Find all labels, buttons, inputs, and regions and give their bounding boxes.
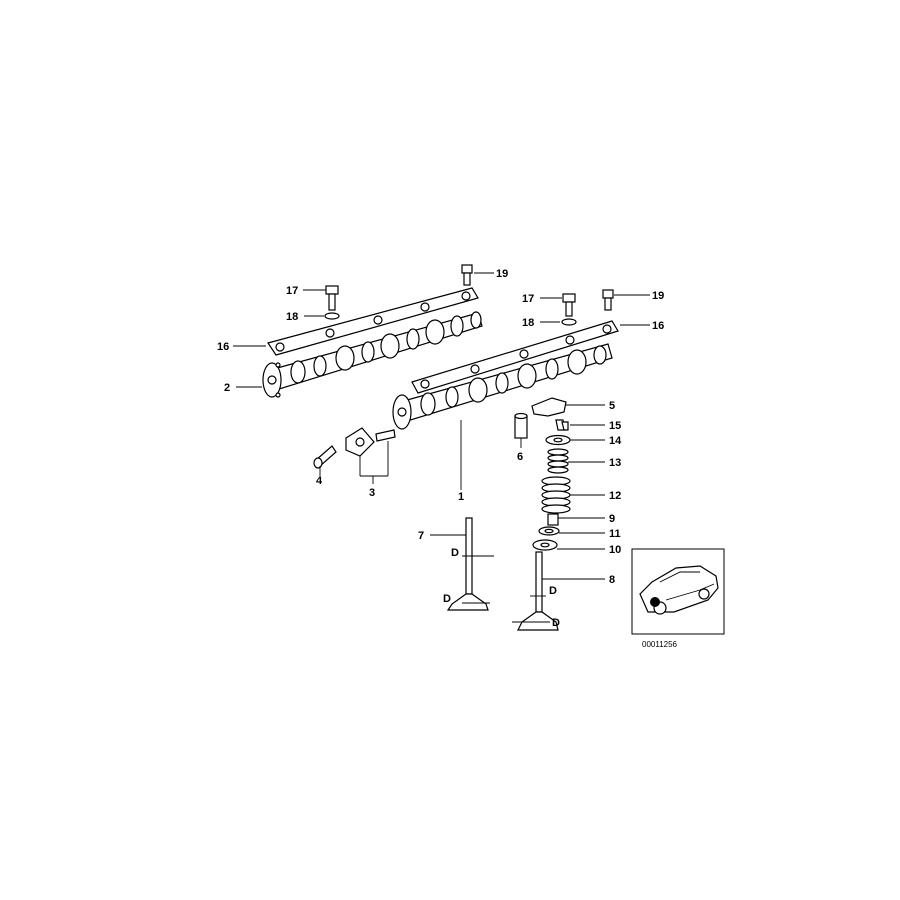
stem-seal-9: [547, 513, 559, 526]
intake-valve-7: [446, 517, 489, 611]
right-bearing-strip: [411, 320, 619, 394]
diagram-code: 00011256: [642, 640, 678, 649]
screw-4: [313, 445, 337, 469]
dimension-d-stem-intake: D: [451, 547, 459, 559]
callout-11: 11: [609, 528, 621, 540]
left-bolt-19: [461, 264, 473, 286]
left-bolt-17: [325, 285, 339, 311]
vehicle-locator-inset: [631, 548, 725, 635]
callout-3: 3: [369, 487, 375, 499]
spring-retainer-14: [545, 434, 571, 446]
right-washer-18: [561, 318, 577, 326]
callout-2: 2: [224, 382, 230, 394]
callout-18-left: 18: [286, 311, 298, 323]
rocker-arm-5: [531, 397, 567, 417]
callout-10: 10: [609, 544, 621, 556]
callout-12: 12: [609, 490, 621, 502]
right-bolt-19: [602, 289, 614, 311]
callout-1: 1: [458, 491, 464, 503]
right-bolt-17: [562, 293, 576, 317]
callout-8: 8: [609, 574, 615, 586]
dimension-d-head-exhaust: D: [552, 617, 560, 629]
callout-19-right: 19: [652, 290, 664, 302]
callout-18-right: 18: [522, 317, 534, 329]
flange-3: [345, 427, 375, 457]
tappet-6: [514, 412, 528, 439]
left-bearing-strip: [267, 287, 479, 356]
engine-location-marker: [650, 597, 660, 607]
left-washer-18: [324, 312, 340, 320]
valve-keepers-15: [555, 419, 569, 431]
callout-4: 4: [316, 475, 323, 487]
callout-6: 6: [517, 451, 523, 463]
callout-17-right: 17: [522, 293, 534, 305]
dimension-d-head-intake: D: [443, 593, 451, 605]
leader-lines: [233, 272, 650, 623]
outer-spring-12: [541, 476, 571, 514]
callout-16-left: 16: [217, 341, 229, 353]
callout-19-left: 19: [496, 268, 508, 280]
dowel-pins-3: [375, 429, 396, 442]
spring-seat-10: [532, 539, 558, 551]
spring-seat-11: [538, 526, 560, 536]
callout-16-right: 16: [652, 320, 664, 332]
callout-7: 7: [418, 530, 424, 542]
inner-spring-13: [547, 448, 569, 474]
callout-9: 9: [609, 513, 615, 525]
right-camshaft: [392, 343, 613, 430]
callout-13: 13: [609, 457, 621, 469]
callout-14: 14: [609, 435, 622, 447]
left-camshaft: [262, 311, 483, 398]
dimension-d-stem-exhaust: D: [549, 585, 557, 597]
callout-17-left: 17: [286, 285, 298, 297]
callout-5: 5: [609, 400, 615, 412]
callout-15: 15: [609, 420, 621, 432]
